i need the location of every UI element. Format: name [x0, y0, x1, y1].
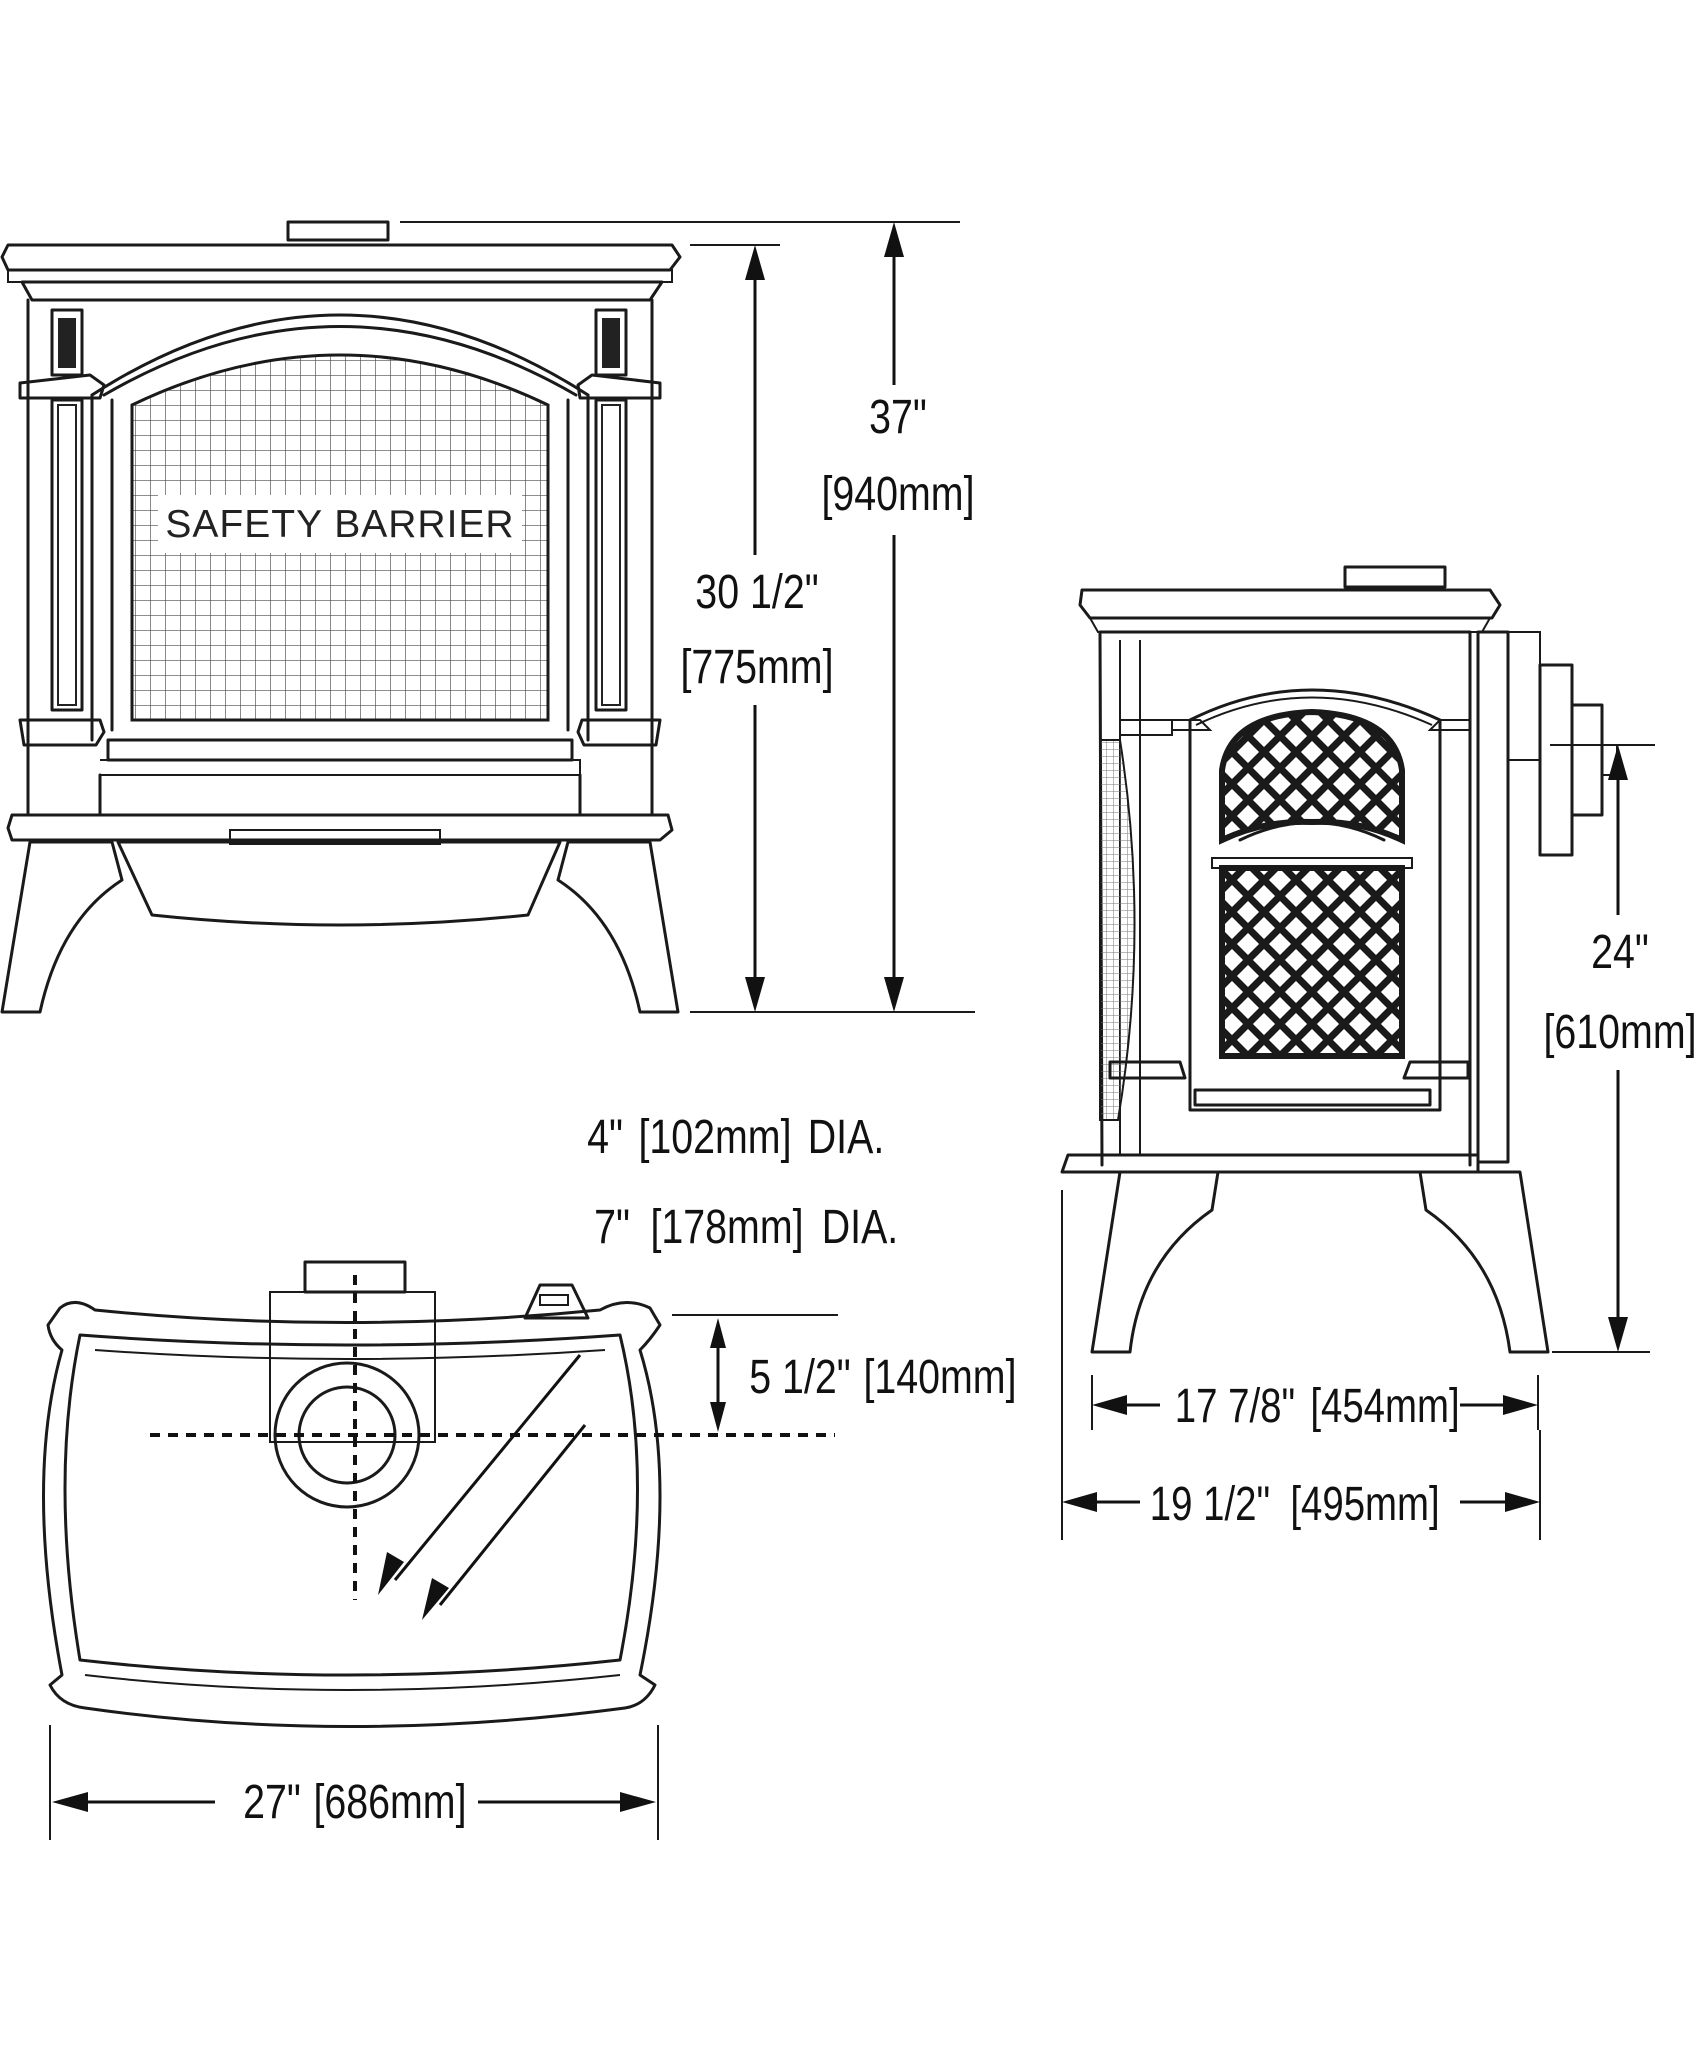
flue-outer-suffix: DIA. [822, 1200, 899, 1254]
flue-inner-imperial: 4" [587, 1110, 623, 1164]
dim-height-body-metric: [775mm] [680, 640, 833, 694]
flue-inner-metric: [102mm] [638, 1110, 791, 1164]
flue-inner-suffix: DIA. [808, 1110, 885, 1164]
dim-width-metric: [686mm] [313, 1775, 466, 1829]
safety-barrier-label: SAFETY BARRIER [165, 503, 514, 546]
dim-flue-height-metric: [610mm] [1543, 1005, 1696, 1059]
dim-depth-body-imperial: 17 7/8" [1175, 1380, 1295, 1433]
dim-flue-height-imperial: 24" [1591, 925, 1649, 979]
dim-flue-offset-metric: [140mm] [863, 1350, 1016, 1404]
dim-height-body-imperial: 30 1/2" [695, 565, 818, 619]
dim-depth-body-metric: [454mm] [1310, 1380, 1459, 1433]
flue-outer-imperial: 7" [594, 1200, 630, 1254]
dim-width-imperial: 27" [243, 1775, 301, 1829]
flue-outer-metric: [178mm] [650, 1200, 803, 1254]
dim-depth-total-metric: [495mm] [1290, 1478, 1439, 1531]
top-view [42, 1260, 838, 1840]
dim-height-total-metric: [940mm] [821, 467, 974, 521]
dim-height-total-imperial: 37" [869, 390, 927, 444]
side-view [1060, 565, 1705, 1540]
front-view: SAFETY BARRIER [0, 220, 978, 1014]
dim-depth-total-imperial: 19 1/2" [1150, 1478, 1270, 1531]
dim-flue-offset-imperial: 5 1/2" [749, 1350, 850, 1404]
